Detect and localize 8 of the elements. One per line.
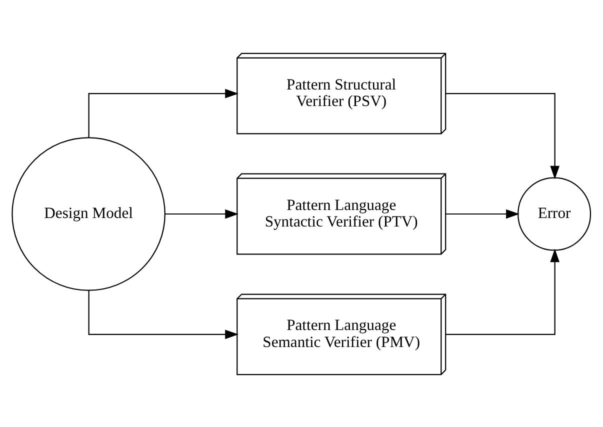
arrow bbox=[446, 92, 560, 179]
node-circle: Design Model bbox=[12, 136, 166, 290]
arrow bbox=[88, 88, 238, 138]
arrow bbox=[88, 290, 238, 339]
arrow bbox=[446, 248, 560, 334]
arrow bbox=[446, 208, 520, 218]
arrow bbox=[164, 208, 239, 218]
node-circle: Error bbox=[518, 176, 592, 250]
